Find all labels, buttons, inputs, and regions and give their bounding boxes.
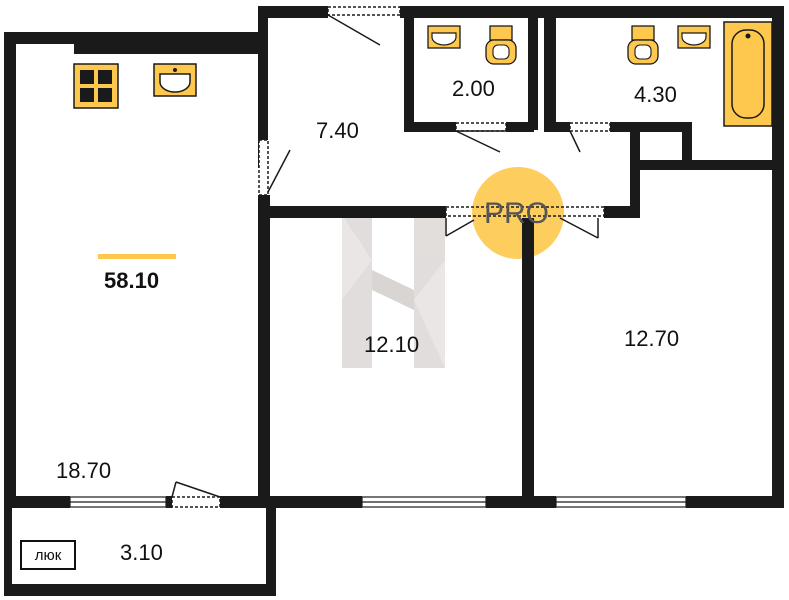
bath-toilet-icon [627,25,659,65]
total-area-underline [98,254,176,259]
room-area-bedroom-right: 12.70 [624,326,680,351]
room-area-wc: 2.00 [452,76,495,101]
stove-icon [73,63,119,109]
windows [69,496,687,508]
room-area-balcony: 3.10 [120,540,163,565]
bathtub-icon [723,21,773,127]
hatch-box: люк [20,540,76,570]
room-area-bathroom: 4.30 [634,82,677,107]
walls [4,6,784,596]
hatch-label: люк [34,546,62,564]
wc-sink-icon [427,25,461,49]
doors [171,6,611,508]
room-area-hallway: 7.40 [316,118,359,143]
room-area-bedroom-middle: 12.10 [364,332,420,357]
watermark-logo [342,215,445,368]
pro-badge-circle [472,167,564,259]
total-area-label: 58.10 [104,268,160,293]
pro-badge-text: PRO [484,197,550,230]
bath-sink-icon [677,25,711,49]
room-area-kitchen-living: 18.70 [56,458,112,483]
kitchen-sink-icon [153,63,197,97]
wc-toilet-icon [485,25,517,65]
